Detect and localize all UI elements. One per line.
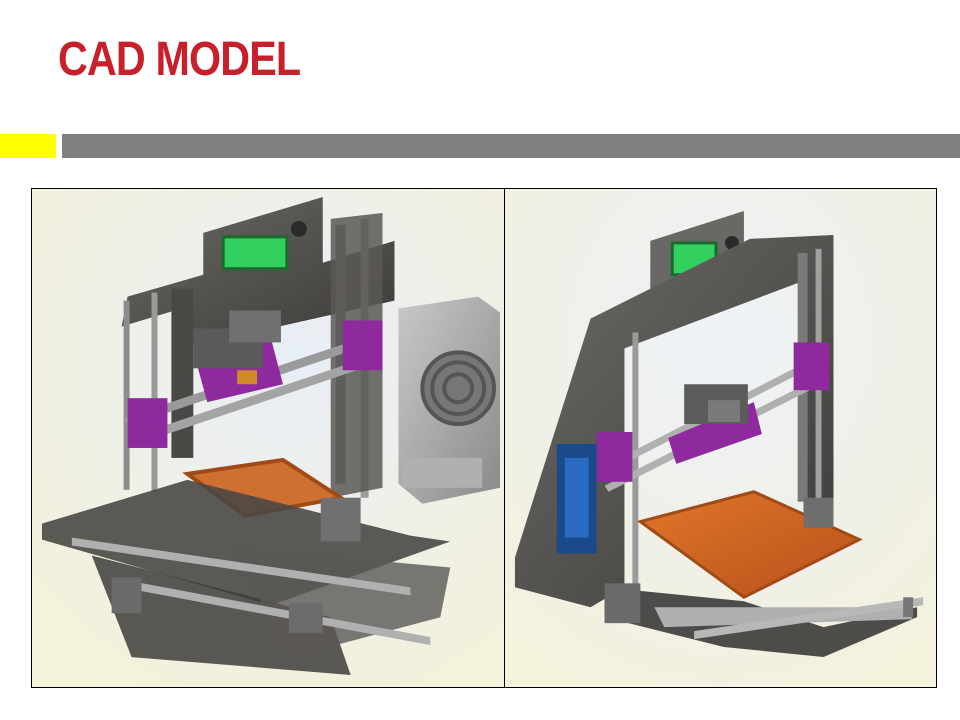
accent-bar <box>0 134 56 158</box>
slide-title: CAD MODEL <box>58 33 301 86</box>
rule-bar <box>62 134 960 158</box>
printer-render-side-view <box>504 188 937 688</box>
printer-render-front-view <box>31 188 505 688</box>
